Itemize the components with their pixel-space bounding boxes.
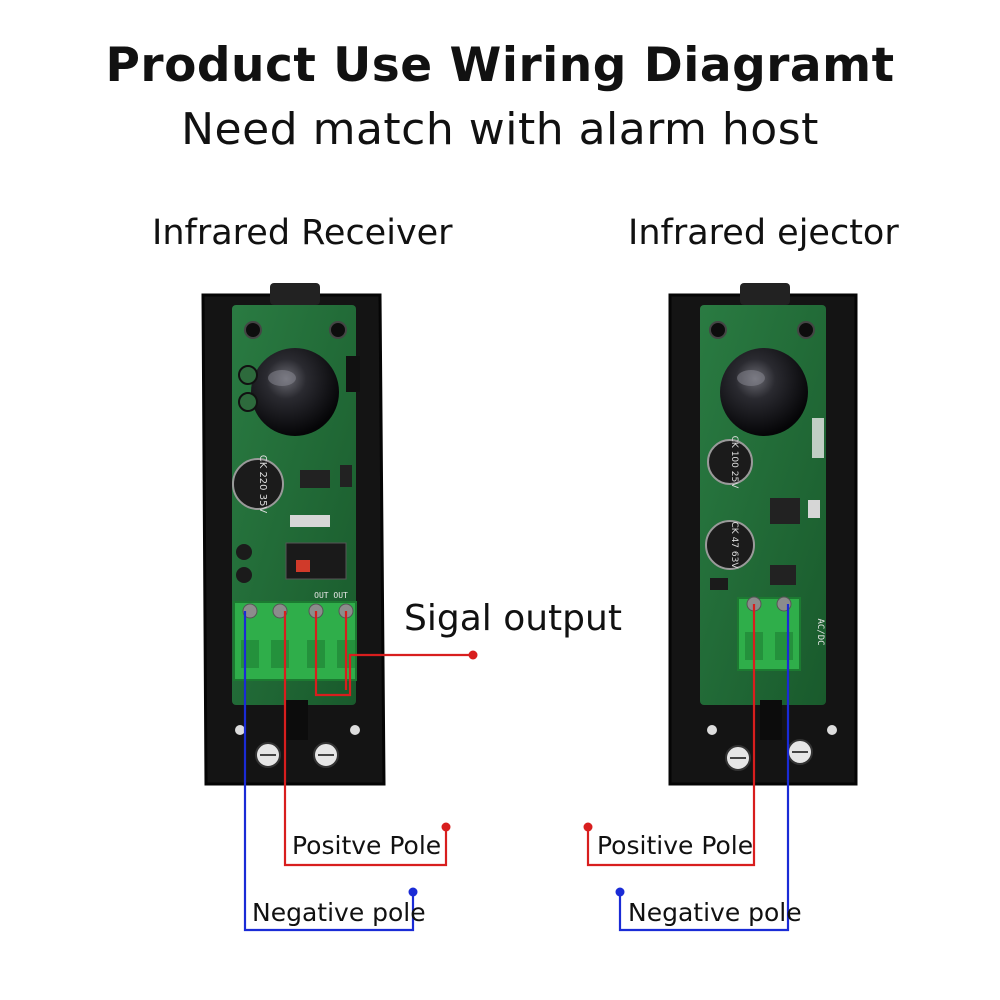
ejector-positive-label: Positive Pole xyxy=(597,831,754,860)
receiver-negative-wire xyxy=(243,611,415,932)
ejector-positive-wire xyxy=(586,604,756,867)
receiver-terminal-label: OUT OUT xyxy=(314,591,348,600)
ejector-capacitor-2-label: CK 47 63V xyxy=(729,522,739,570)
receiver-negative-dot xyxy=(408,887,418,897)
receiver-capacitor-label: CK 220 35V xyxy=(257,455,268,514)
receiver-ir-lens xyxy=(251,348,339,436)
ejector-capacitor-1-label: CK 100 25V xyxy=(729,436,739,490)
ejector-negative-dot xyxy=(615,887,625,897)
ejector-top-tab xyxy=(740,283,790,305)
receiver-positive-dot xyxy=(441,822,451,832)
receiver-capacitor xyxy=(232,458,284,510)
ejector-title: Infrared ejector xyxy=(628,213,899,253)
receiver-relay xyxy=(285,542,347,580)
ejector-device: CK 100 25V CK 47 63V AC/DC xyxy=(668,283,858,786)
receiver-title: Infrared Receiver xyxy=(152,213,453,253)
receiver-signal-wire-a xyxy=(314,611,473,697)
receiver-wires xyxy=(243,611,473,932)
page-subtitle: Need match with alarm host xyxy=(181,104,819,155)
page-title: Product Use Wiring Diagramt xyxy=(105,38,895,93)
receiver-positive-wire xyxy=(283,611,448,867)
ejector-negative-wire xyxy=(618,604,790,932)
ejector-capacitor-1 xyxy=(707,439,753,485)
ejector-negative-label: Negative pole xyxy=(628,898,802,927)
signal-output-dot xyxy=(468,650,478,660)
ejector-positive-dot xyxy=(583,822,593,832)
ejector-terminal-label: AC/DC xyxy=(815,618,825,645)
ejector-ir-lens xyxy=(720,348,808,436)
receiver-negative-label: Negative pole xyxy=(252,898,426,927)
receiver-positive-label: Positve Pole xyxy=(292,831,442,860)
signal-output-label: Sigal output xyxy=(404,598,622,639)
ejector-wires xyxy=(586,604,790,932)
receiver-top-tab xyxy=(270,283,320,305)
ejector-capacitor-2 xyxy=(705,520,755,570)
receiver-device: CK 220 35V OUT OUT xyxy=(201,283,386,786)
